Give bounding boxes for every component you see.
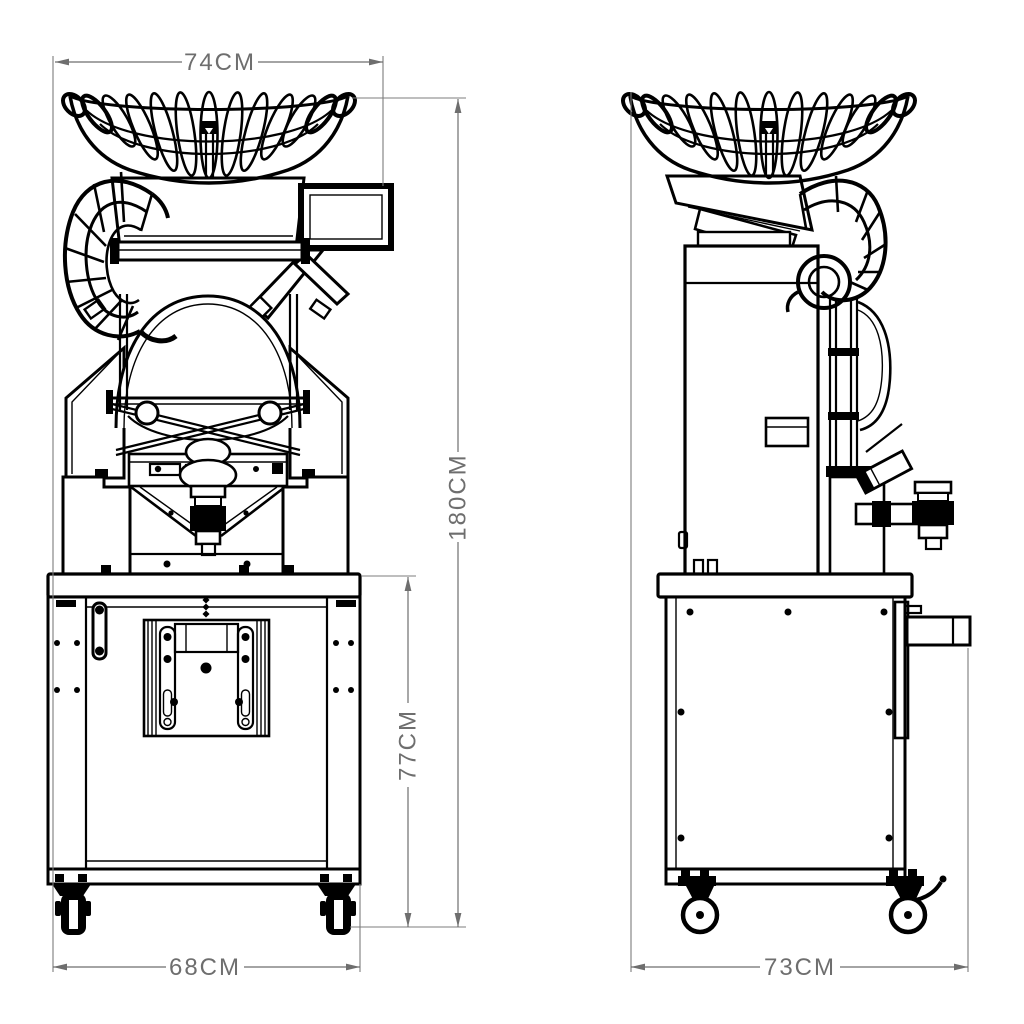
front-view [46,87,394,935]
dim-side-depth: 73CM [631,954,968,981]
dim-side-depth-label: 73CM [764,954,836,981]
front-feeder-coil [63,171,178,344]
dim-top-width: 74CM [55,49,383,76]
side-channel [826,298,892,577]
front-cabinet [46,565,362,886]
dim-overall-height: 180CM [445,99,472,927]
front-dome [82,294,333,429]
side-body [677,244,820,577]
front-casters [52,874,356,935]
dim-cabinet-height-label: 77CM [395,709,422,781]
door-handle [91,601,108,661]
dim-cabinet-height: 77CM [395,577,422,927]
side-casters [678,869,947,935]
side-feeder-coil [785,175,888,313]
side-view [616,87,972,935]
side-cabinet [656,572,972,886]
front-funnel-nozzle [130,484,286,557]
front-control-box [298,183,394,251]
mount-plate [142,596,271,738]
side-launcher [854,423,954,551]
front-deck [127,437,289,492]
side-collar [664,174,814,259]
front-frame-bar [110,238,310,264]
caster-side-right [886,869,947,935]
caster-front-left [52,874,91,935]
side-handle [903,604,972,647]
front-x-frame [106,390,310,457]
dim-base-width: 68CM [53,954,360,981]
dim-top-width-label: 74CM [184,49,256,76]
dim-overall-height-label: 180CM [445,453,472,540]
dim-base-width-label: 68CM [169,954,241,981]
caster-side-left [678,869,720,935]
dimension-annotations: 74CM 180CM 77CM 68CM [52,49,969,981]
front-pedestals [61,469,350,576]
caster-front-right [317,874,356,935]
